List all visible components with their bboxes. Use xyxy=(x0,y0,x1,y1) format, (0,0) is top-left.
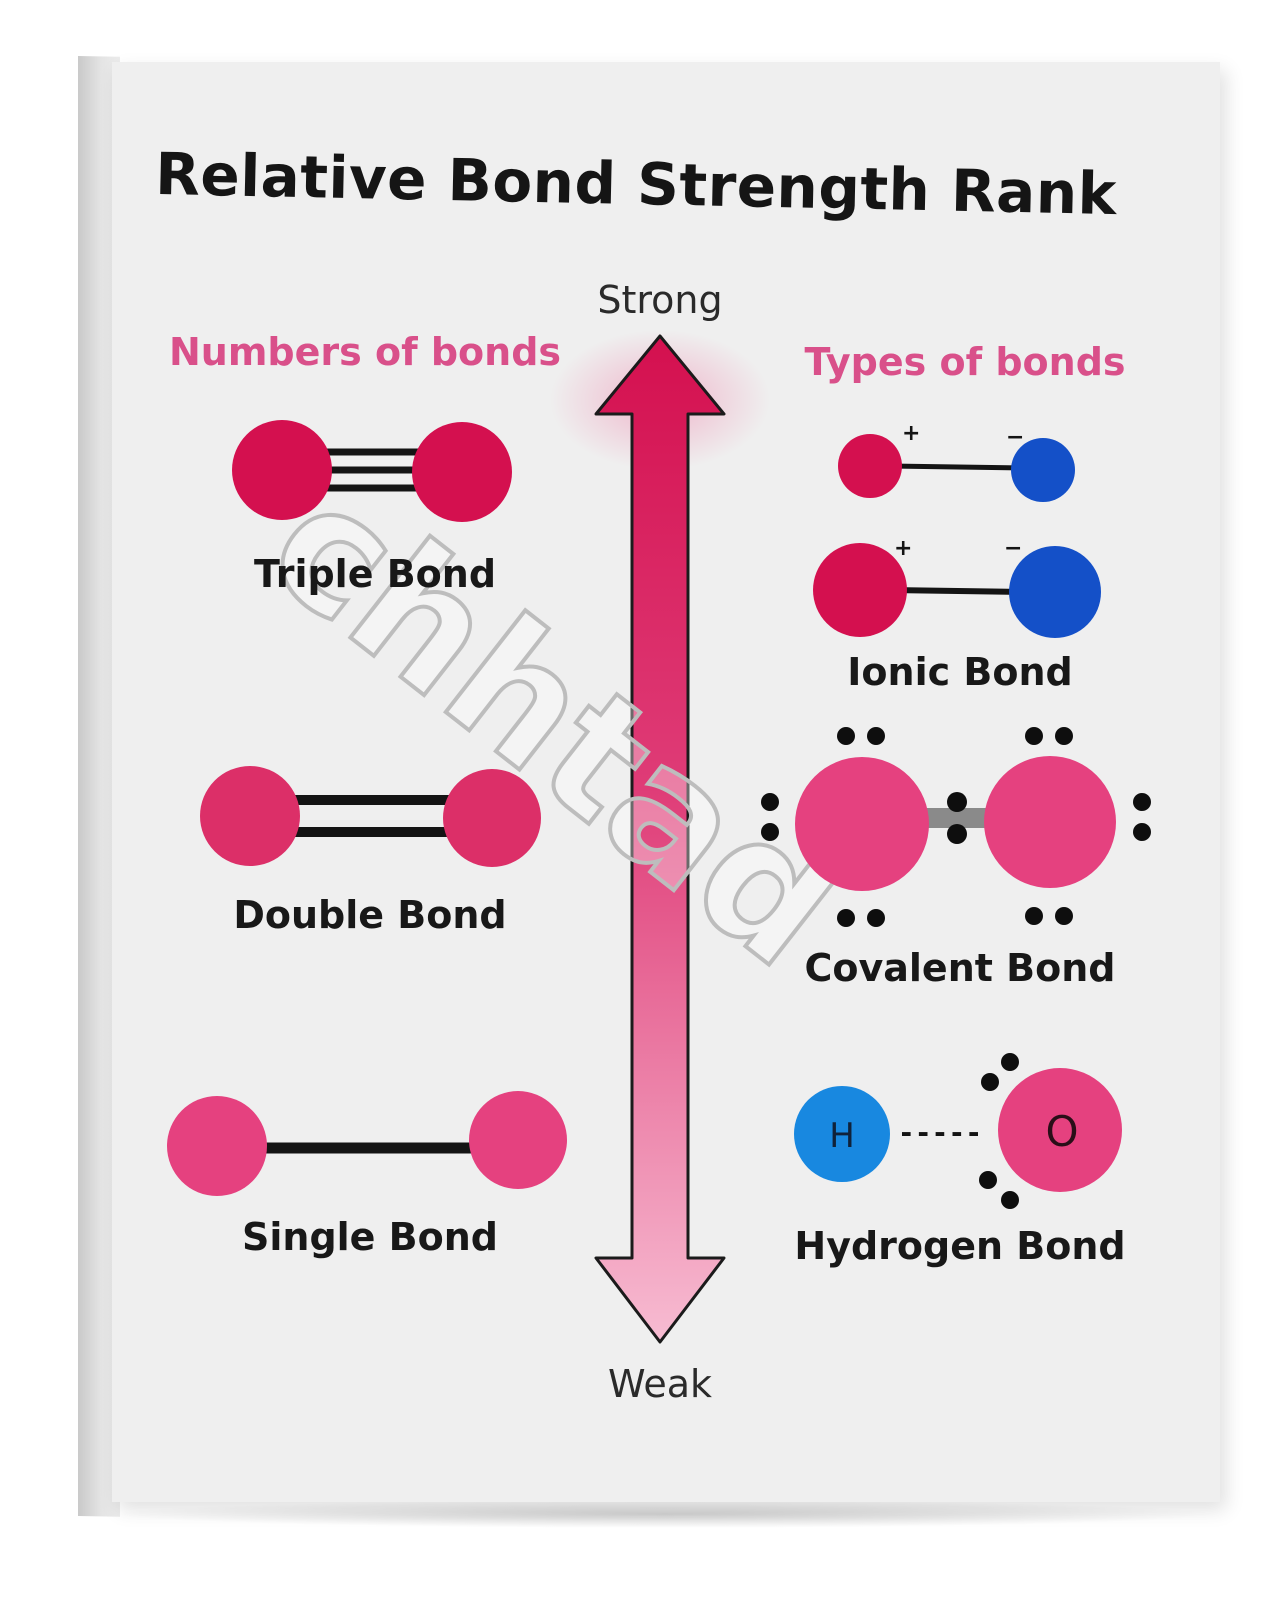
atom-circle xyxy=(412,422,512,522)
hydrogen-atom-symbol: H xyxy=(829,1116,855,1156)
single-bond-diagram xyxy=(167,1091,567,1196)
axis-label-strong: Strong xyxy=(597,278,723,322)
right-section-heading: Types of bonds xyxy=(804,340,1126,384)
atom-circle xyxy=(232,420,332,520)
cation-circle xyxy=(838,434,902,498)
lone-pair-electrons xyxy=(761,727,1151,927)
double-bond-diagram xyxy=(200,766,541,867)
positive-charge-sign: + xyxy=(902,421,920,446)
hydrogen-bond-label: Hydrogen Bond xyxy=(794,1224,1126,1268)
covalent-bond-diagram xyxy=(761,727,1151,927)
strength-arrow xyxy=(550,330,770,1344)
covalent-bond-label: Covalent Bond xyxy=(804,946,1116,990)
hydrogen-bond-diagram: H ----- O xyxy=(794,1053,1122,1209)
atom-circle xyxy=(443,769,541,867)
hydrogen-atom-circle xyxy=(794,1086,890,1182)
triple-bond-label: Triple Bond xyxy=(253,552,497,596)
atom-circle xyxy=(795,757,929,891)
oxygen-atom-circle xyxy=(998,1068,1122,1192)
double-bond-label: Double Bond xyxy=(233,893,507,937)
atom-circle xyxy=(984,756,1116,888)
atom-circle xyxy=(200,766,300,866)
canvas-shadow xyxy=(110,1500,1220,1528)
triple-bond-diagram xyxy=(232,420,512,522)
shared-electron-pair xyxy=(947,792,967,844)
atom-circle xyxy=(469,1091,567,1189)
axis-label-weak: Weak xyxy=(607,1362,713,1406)
ionic-bond-label: Ionic Bond xyxy=(847,650,1073,694)
oxygen-atom-symbol: O xyxy=(1045,1107,1078,1156)
anion-circle xyxy=(1011,438,1075,502)
positive-charge-sign: + xyxy=(894,536,912,561)
anion-circle xyxy=(1009,546,1101,638)
cation-circle xyxy=(813,543,907,637)
lone-pair-electrons xyxy=(979,1053,1019,1209)
hydrogen-bond-dashes: ----- xyxy=(898,1116,982,1149)
single-bond-label: Single Bond xyxy=(242,1215,498,1259)
ionic-bond-diagram: + − + − xyxy=(813,421,1101,638)
negative-charge-sign: − xyxy=(1006,425,1024,450)
negative-charge-sign: − xyxy=(1004,536,1022,561)
atom-circle xyxy=(167,1096,267,1196)
left-section-heading: Numbers of bonds xyxy=(168,330,562,374)
